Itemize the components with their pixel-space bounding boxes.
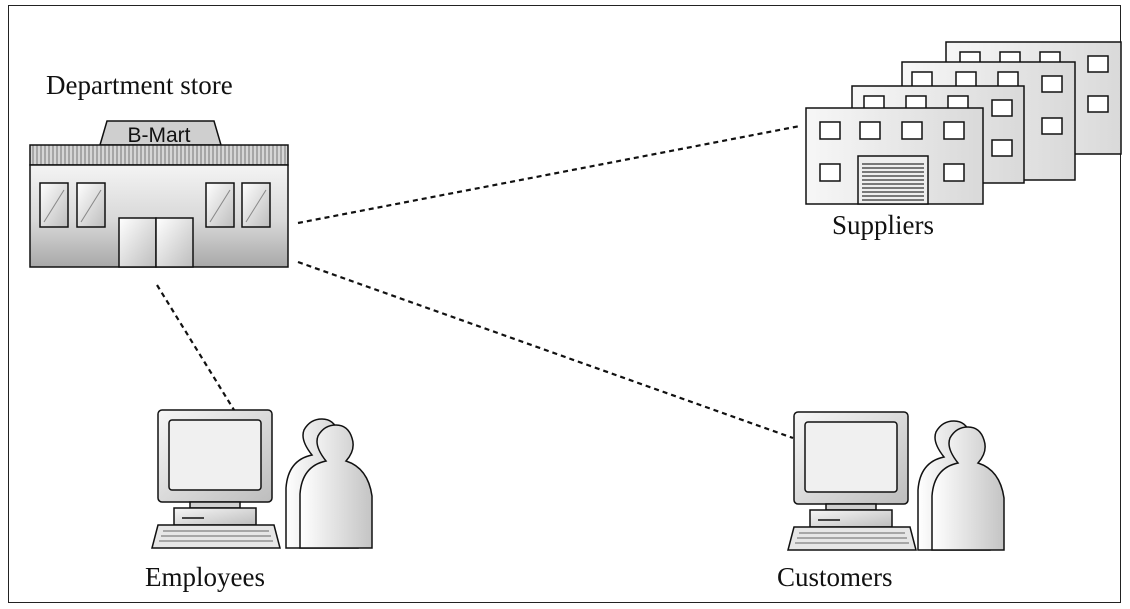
employees-icon: [151, 409, 373, 549]
suppliers-label: Suppliers: [832, 210, 935, 240]
employees-label: Employees: [145, 562, 265, 592]
customers-icon: [787, 411, 1005, 551]
department-store-label: Department store: [46, 70, 233, 100]
department-store-icon: [29, 120, 289, 268]
line-store-customers: [297, 260, 794, 440]
employees-people-icon: [285, 418, 373, 549]
connection-lines: [156, 124, 801, 440]
customers-people-icon: [917, 420, 1005, 551]
store-sign-text: B-Mart: [128, 124, 191, 147]
line-store-suppliers: [297, 124, 801, 225]
line-store-employees: [156, 284, 235, 411]
suppliers-icon: [805, 41, 1122, 205]
employees-computer-icon: [151, 409, 281, 549]
customers-computer-icon: [787, 411, 917, 551]
customers-label: Customers: [777, 562, 893, 592]
